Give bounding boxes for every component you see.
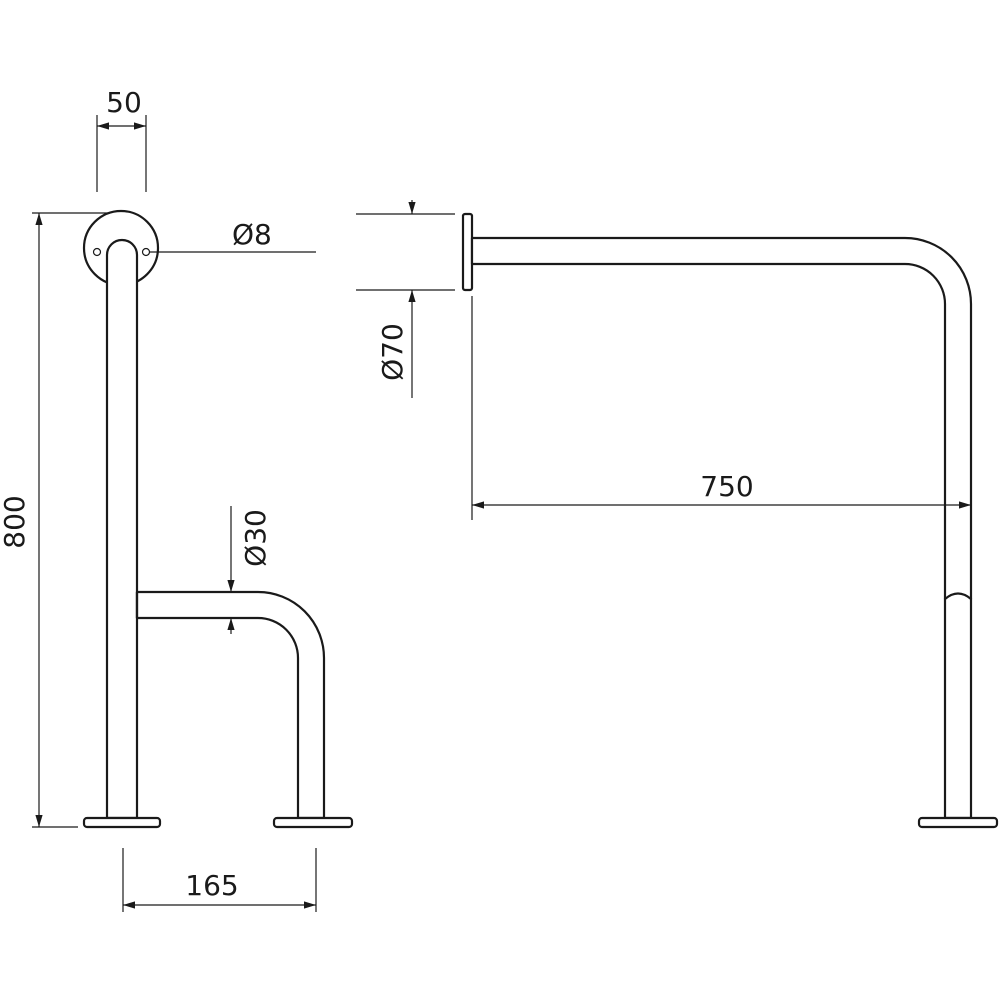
branch-tube	[135, 590, 326, 820]
dimension-label-165: 165	[185, 869, 238, 902]
side-leg-break	[943, 592, 973, 601]
dimension-label-750: 750	[700, 470, 753, 503]
dimension-label-o30: Ø30	[239, 509, 272, 567]
dimension-width-top: 50	[96, 86, 147, 192]
side-view	[461, 212, 999, 829]
base-plate-left	[82, 816, 162, 829]
dimension-label-800: 800	[0, 495, 31, 548]
dimension-length: 750	[471, 296, 971, 520]
side-base-plate	[917, 816, 999, 829]
screw-hole-right	[141, 247, 151, 257]
vertical-tube	[105, 238, 139, 820]
side-wall-flange	[461, 212, 474, 292]
dimension-label-o8: Ø8	[232, 218, 272, 251]
dimension-tube: Ø30	[227, 506, 272, 634]
screw-hole-left	[92, 247, 102, 257]
dimension-label-o70: Ø70	[376, 323, 409, 381]
dimension-hole: Ø8	[150, 218, 316, 253]
base-plate-right	[272, 816, 354, 829]
front-view	[82, 209, 354, 829]
dimension-base-spacing: 165	[122, 848, 317, 912]
side-arm-tube	[470, 236, 973, 820]
dimension-label-50: 50	[106, 86, 142, 119]
dimension-flange: Ø70	[356, 200, 455, 398]
dimension-height: 800	[0, 212, 110, 828]
